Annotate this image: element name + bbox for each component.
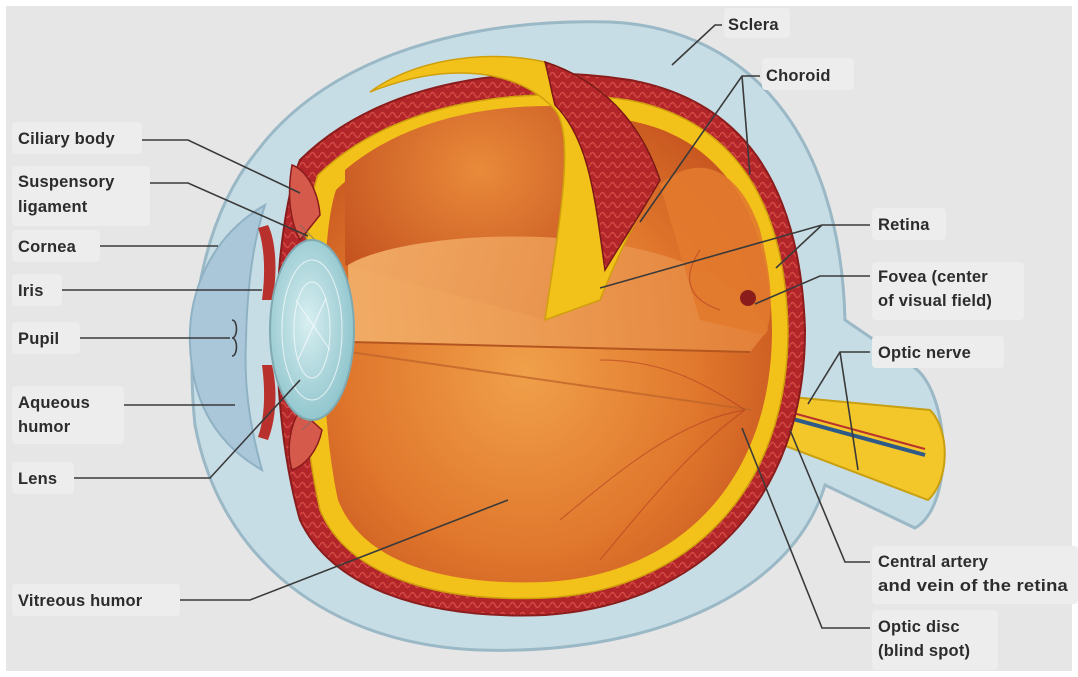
label-suspensory-line1: Suspensory: [18, 173, 115, 191]
label-sclera: Sclera: [728, 16, 779, 34]
label-iris: Iris: [18, 282, 44, 300]
label-vitreous-humor: Vitreous humor: [18, 592, 143, 610]
label-optic-disc-line2: (blind spot): [878, 642, 970, 660]
label-central-artery-line1: Central artery: [878, 553, 989, 571]
label-optic-nerve: Optic nerve: [878, 344, 971, 362]
label-fovea-line1: Fovea (center: [878, 268, 988, 286]
label-aqueous-line2: humor: [18, 418, 71, 436]
label-central-artery-line2: and vein of the retina: [878, 577, 1069, 595]
label-retina: Retina: [878, 216, 930, 234]
label-cornea: Cornea: [18, 238, 77, 256]
label-pupil: Pupil: [18, 330, 59, 348]
label-ciliary-body: Ciliary body: [18, 130, 115, 148]
label-aqueous-line1: Aqueous: [18, 394, 90, 412]
label-suspensory-line2: ligament: [18, 198, 88, 216]
label-fovea-line2: of visual field): [878, 292, 992, 310]
label-choroid: Choroid: [766, 67, 831, 85]
label-lens: Lens: [18, 470, 57, 488]
label-optic-disc-line1: Optic disc: [878, 618, 960, 636]
fovea-spot: [740, 290, 756, 306]
